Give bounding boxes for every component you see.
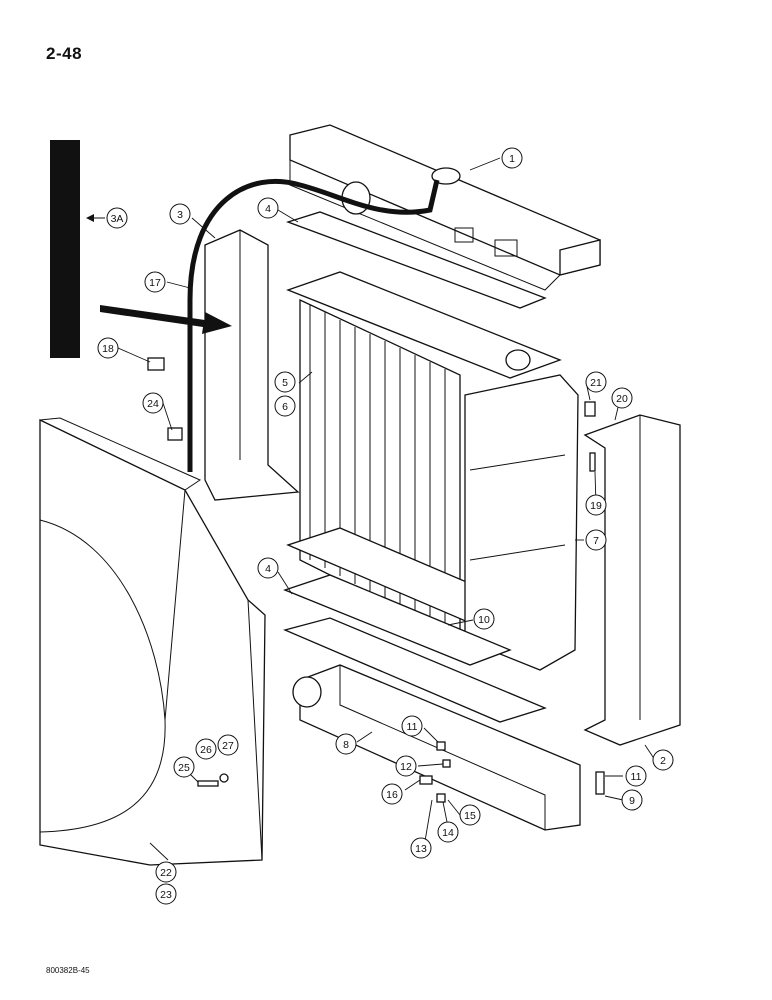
callout-label: 16 [386, 789, 398, 801]
lower-gasket-upper [283, 574, 512, 666]
callout-11: 11 [401, 715, 423, 737]
callout-label: 14 [442, 827, 454, 839]
callout-label: 20 [616, 393, 628, 405]
callout-label: 8 [343, 739, 349, 751]
callout-12: 12 [395, 755, 417, 777]
callout-label: 23 [160, 889, 172, 901]
callout-label: 2 [660, 755, 666, 767]
callout-8: 8 [335, 733, 357, 755]
document-code: 800382B-45 [46, 966, 90, 975]
overflow-hose [187, 178, 440, 472]
callout-5: 5 [274, 371, 296, 393]
callout-label: 3 [177, 209, 183, 221]
callout-label: 22 [160, 867, 172, 879]
top-tank [289, 124, 601, 291]
clip-18 [147, 357, 165, 371]
callout-label: 11 [631, 771, 642, 783]
hardware-12 [442, 759, 451, 768]
callout-19: 19 [585, 494, 607, 516]
upper-gasket [285, 211, 547, 309]
bolt-25 [197, 780, 219, 787]
callout-27: 27 [217, 734, 239, 756]
callout-3A: 3A [106, 207, 128, 229]
hardware-21-20 [584, 401, 596, 417]
hardware-15 [436, 793, 446, 803]
callout-label: 24 [147, 398, 159, 410]
callout-label: 19 [590, 500, 602, 512]
callout-label: 3A [111, 213, 124, 225]
hardware-16 [419, 775, 433, 785]
callout-6: 6 [274, 395, 296, 417]
callout-label: 11 [407, 721, 418, 733]
callout-26: 26 [195, 738, 217, 760]
page-number: 2-48 [46, 44, 83, 63]
callout-22: 22 [155, 861, 177, 883]
bolt-9-11 [595, 771, 605, 795]
callout-23: 23 [155, 883, 177, 905]
callout-layer: 1 3A 3 4 17 18 24 5 6 21 20 19 7 4 10 8 11 12 16 13 14 15 11 9 2… [97, 147, 674, 905]
callout-label: 26 [200, 744, 212, 756]
washer-27 [219, 773, 229, 783]
callout-label: 10 [478, 614, 490, 626]
right-side-bracket [583, 414, 681, 746]
callout-17: 17 [144, 271, 166, 293]
nut-11 [436, 741, 446, 751]
callout-label: 1 [509, 153, 515, 165]
callout-21: 21 [585, 371, 607, 393]
callout-label: 13 [415, 843, 427, 855]
callout-10: 10 [473, 608, 495, 630]
arrow-head-3a [86, 214, 94, 222]
callout-2: 2 [652, 749, 674, 771]
lower-gasket-lower [283, 617, 547, 723]
callout-20: 20 [611, 387, 633, 409]
clip-24 [167, 427, 183, 441]
side-tank [464, 349, 579, 671]
callout-13: 13 [410, 837, 432, 859]
callout-label: 5 [282, 377, 288, 389]
bolt-19 [589, 452, 596, 472]
seal-strip [50, 140, 80, 358]
callout-label: 17 [149, 277, 161, 289]
callout-label: 15 [464, 810, 476, 822]
callout-16: 16 [381, 783, 403, 805]
callout-11: 11 [625, 765, 647, 787]
callout-label: 7 [593, 535, 599, 547]
callout-7: 7 [585, 529, 607, 551]
callout-9: 9 [621, 789, 643, 811]
callout-label: 4 [265, 563, 271, 575]
callout-25: 25 [173, 756, 195, 778]
callout-label: 4 [265, 203, 271, 215]
direction-arrow [100, 305, 232, 334]
callout-label: 21 [590, 377, 602, 389]
callout-3: 3 [169, 203, 191, 225]
callout-label: 18 [102, 343, 114, 355]
callout-label: 6 [282, 401, 288, 413]
left-side-bracket [204, 229, 300, 501]
callout-4: 4 [257, 557, 279, 579]
callout-label: 27 [222, 740, 234, 752]
callout-14: 14 [437, 821, 459, 843]
callout-24: 24 [142, 392, 164, 414]
callout-label: 25 [178, 762, 190, 774]
callout-15: 15 [459, 804, 481, 826]
callout-1: 1 [501, 147, 523, 169]
callout-label: 12 [400, 761, 412, 773]
callout-label: 9 [629, 795, 635, 807]
callout-4: 4 [257, 197, 279, 219]
callout-18: 18 [97, 337, 119, 359]
